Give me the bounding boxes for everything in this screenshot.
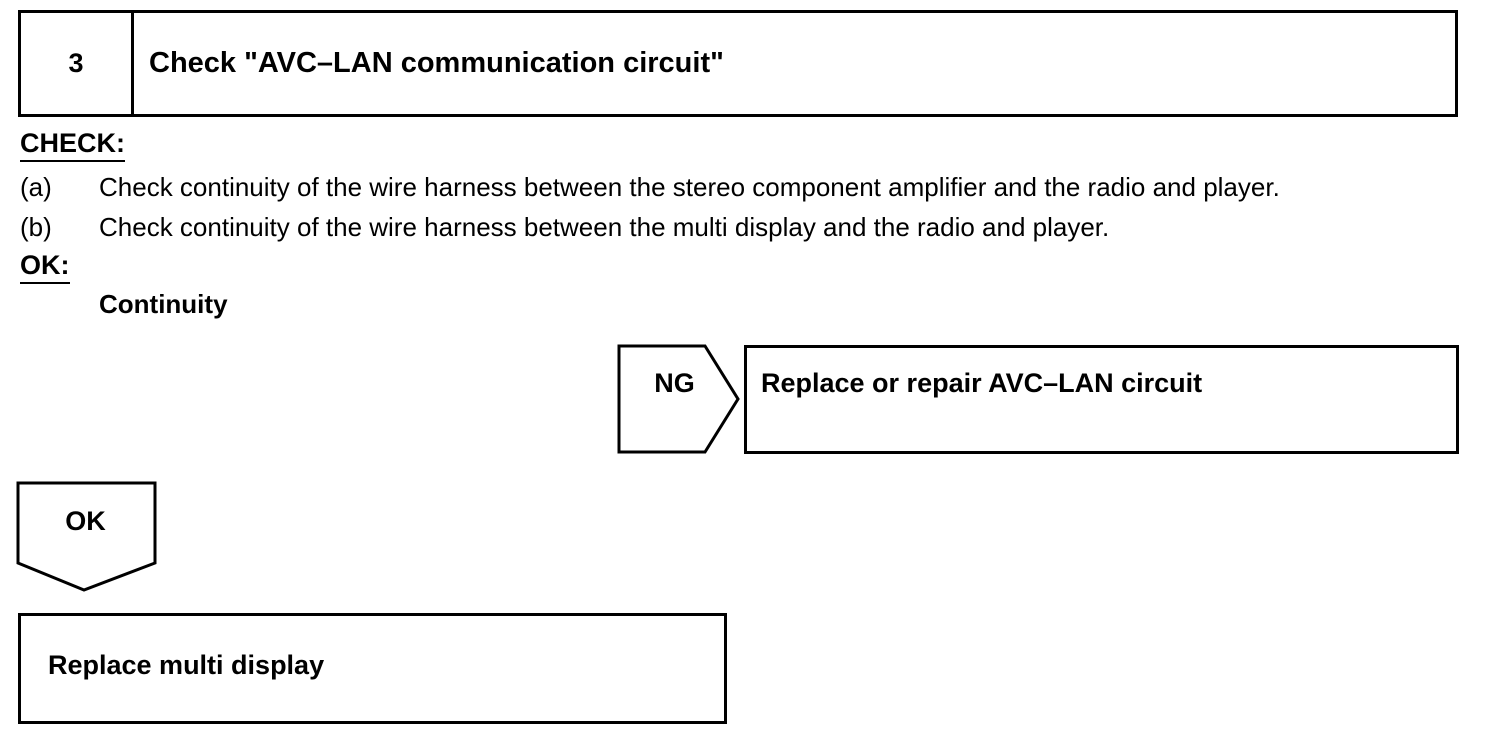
check-item-b-label: (b) bbox=[20, 212, 52, 242]
ok-result-box bbox=[18, 613, 727, 724]
check-item-b-text: Check continuity of the wire harness bet… bbox=[99, 212, 1110, 242]
ok-result-text: Replace multi display bbox=[48, 650, 325, 680]
step-number: 3 bbox=[21, 13, 134, 114]
check-item-a-label: (a) bbox=[20, 172, 52, 202]
ok-arrow-shape bbox=[16, 481, 157, 592]
ng-label: NG bbox=[654, 368, 695, 398]
step-title: Check "AVC–LAN communication circuit" bbox=[149, 47, 724, 79]
ng-result-box bbox=[744, 345, 1459, 454]
ok-spec-value: Continuity bbox=[99, 289, 228, 319]
check-heading: CHECK: bbox=[20, 128, 125, 162]
ok-spec-heading: OK: bbox=[20, 250, 70, 284]
check-item-a-text: Check continuity of the wire harness bet… bbox=[99, 172, 1280, 202]
step-header: 3 Check "AVC–LAN communication circuit" bbox=[18, 10, 1458, 117]
ng-result-text: Replace or repair AVC–LAN circuit bbox=[761, 368, 1203, 398]
ng-arrow-shape bbox=[617, 344, 740, 454]
ok-label: OK bbox=[65, 506, 106, 536]
